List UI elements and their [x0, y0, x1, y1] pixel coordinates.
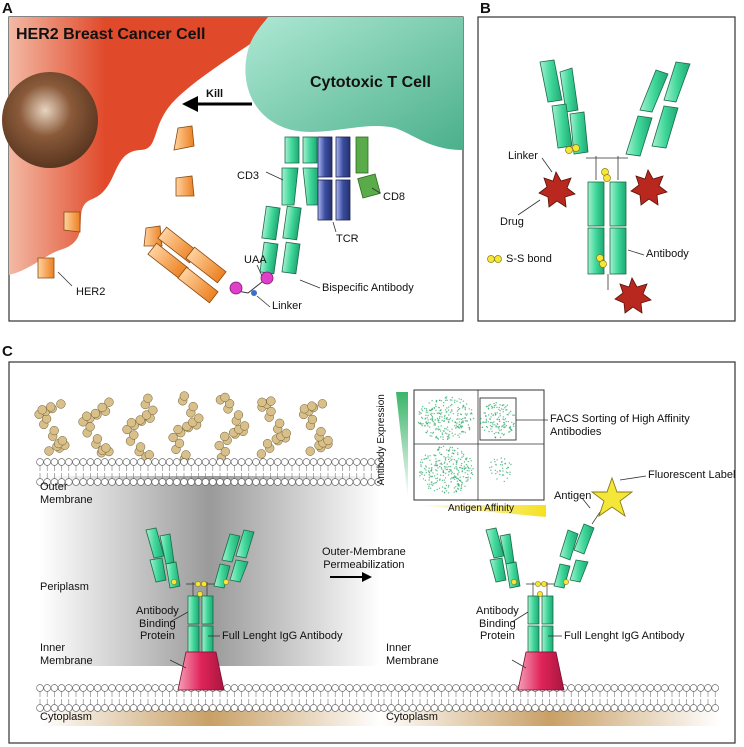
- panel-c: [8, 361, 736, 744]
- cd3-complex: [281, 136, 319, 206]
- her2-receptors: [37, 125, 195, 279]
- lps-beads: [34, 391, 333, 464]
- periplasm-label: Periplasm: [40, 581, 89, 593]
- adc-antibody: [539, 59, 691, 275]
- igg-antibody-right: [485, 476, 634, 691]
- cytotoxic-t-cell: [245, 17, 463, 150]
- panel-b: [477, 16, 736, 322]
- igg-label-left: Full Lenght IgG Antibody: [222, 630, 343, 642]
- kill-arrow: [182, 96, 252, 112]
- kill-label: Kill: [206, 88, 224, 100]
- abp-label-left: Antibody Binding Protein: [136, 605, 179, 643]
- bispecific-antibody-label: Bispecific Antibody: [322, 282, 414, 294]
- abp-label-right: Antibody Binding Protein: [476, 605, 519, 643]
- facs-label: FACS Sorting of High Affinity Antibodies: [550, 413, 690, 438]
- linker-label-a: Linker: [272, 300, 302, 312]
- permeabilization-label: Outer-Membrane Permeabilization: [322, 546, 406, 571]
- her2-label: HER2: [76, 286, 106, 298]
- cytoplasm-band-left: [40, 708, 380, 726]
- fluorescent-label-text: Fluorescent Label: [648, 469, 736, 481]
- ss-bond-label: S-S bond: [506, 253, 552, 265]
- bispecific-antibody: [147, 205, 302, 304]
- cytoplasm-label-left: Cytoplasm: [40, 711, 92, 723]
- cytoplasm-label-right: Cytoplasm: [386, 711, 438, 723]
- y-axis-label: Antibody Expression: [375, 394, 387, 486]
- y-gradient-triangle: [396, 392, 408, 500]
- her2-cell-title: HER2 Breast Cancer Cell: [16, 26, 206, 43]
- t-cell-title: Cytotoxic T Cell: [310, 74, 431, 91]
- antibody-label: Antibody: [646, 248, 689, 260]
- cytoplasm-band-right: [380, 708, 720, 726]
- igg-label-right: Full Lenght IgG Antibody: [564, 630, 685, 642]
- panel-a-letter: A: [2, 0, 13, 17]
- panel-b-letter: B: [480, 0, 491, 17]
- drug-label: Drug: [500, 216, 524, 228]
- x-gradient-triangle: [414, 505, 546, 517]
- linker-label-b: Linker: [508, 150, 538, 162]
- cd8: [355, 136, 381, 199]
- x-axis-label: Antigen Affinity: [448, 503, 514, 514]
- uaa-label: UAA: [244, 254, 267, 266]
- drug-molecules: [538, 169, 668, 314]
- cd8-label: CD8: [383, 191, 406, 203]
- facs-plot: [396, 389, 548, 517]
- tcr: [317, 136, 351, 221]
- fluorescent-label-star: [590, 476, 634, 518]
- panel-a: [2, 16, 464, 322]
- nucleus: [2, 72, 98, 168]
- antigen-label: Antigen: [554, 490, 592, 502]
- outer-membrane: [36, 458, 383, 486]
- panel-c-letter: C: [2, 343, 13, 360]
- inner-membrane-label-left: Inner Membrane: [40, 642, 93, 667]
- ss-bonds: [487, 144, 611, 268]
- tcr-label: TCR: [336, 233, 359, 245]
- permeabilization-arrow: [330, 572, 372, 582]
- antibody-binding-protein-right: [517, 651, 565, 691]
- outer-membrane-label: Outer Membrane: [40, 481, 93, 506]
- antibody-binding-protein-left: [177, 651, 225, 691]
- igg-antibody-left: [145, 527, 255, 691]
- cd3-label: CD3: [237, 170, 260, 182]
- inner-membrane-label-right: Inner Membrane: [386, 642, 439, 667]
